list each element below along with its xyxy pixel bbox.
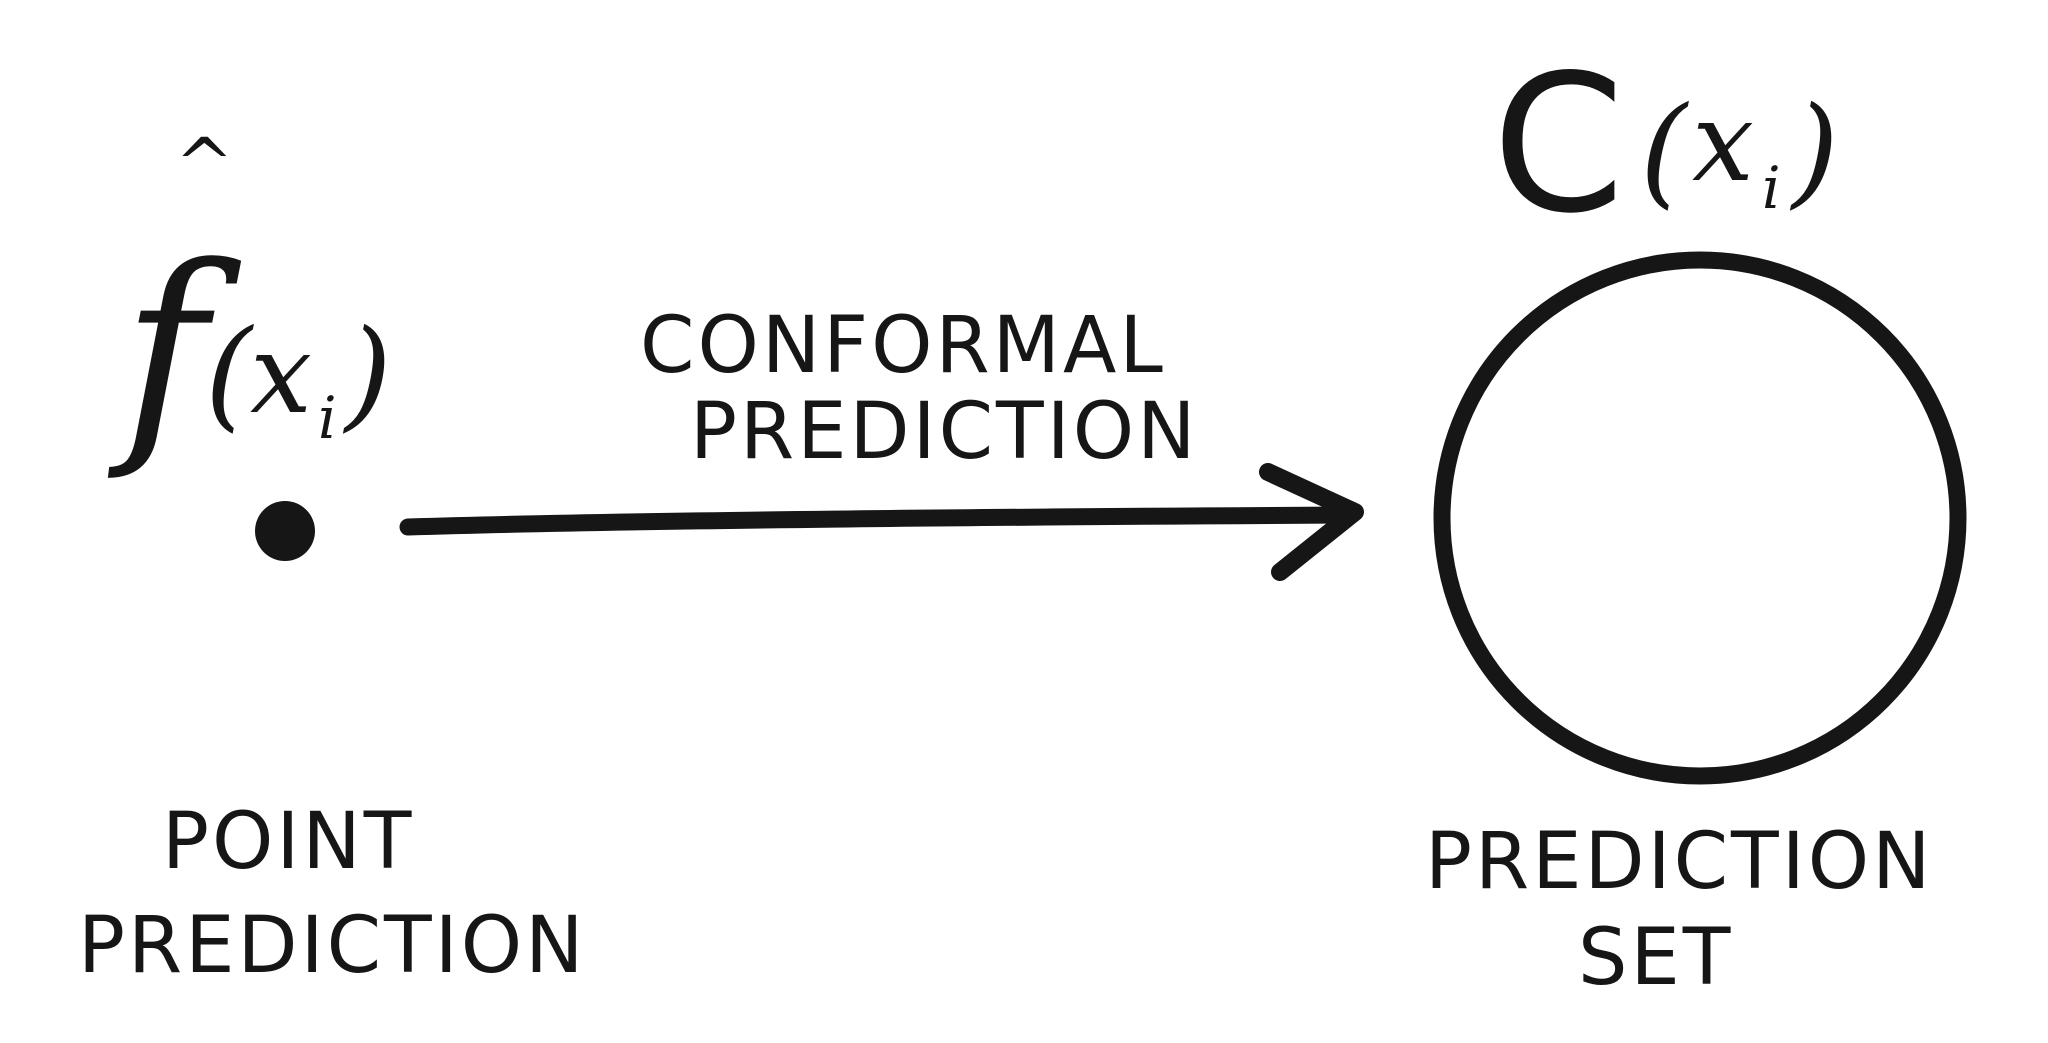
open-paren-right: ( xyxy=(1640,82,1689,221)
prediction-set-circle xyxy=(1433,251,1967,785)
open-paren-left: ( xyxy=(205,305,254,444)
hat-symbol: ^ xyxy=(175,123,234,205)
caption-point: POINT xyxy=(162,797,414,887)
subscript-i-left: i xyxy=(318,384,337,452)
arrow-shaft xyxy=(399,506,1354,536)
arrow-head-icon xyxy=(1259,463,1364,581)
conformal-arrow xyxy=(399,463,1364,581)
prediction-set-caption: PREDICTION SET xyxy=(1425,817,1933,1003)
variable-x-right: x xyxy=(1692,78,1754,206)
arrow-label-conformal: CONFORMAL xyxy=(640,301,1166,391)
subscript-i-right: i xyxy=(1762,154,1781,222)
close-paren-right: ) xyxy=(1789,82,1839,221)
caption-prediction-right: PREDICTION xyxy=(1425,817,1933,907)
prediction-set-label: C ( x i ) xyxy=(1492,34,1839,255)
point-prediction-label: ^ f ( x i ) xyxy=(107,123,392,485)
close-paren-left: ) xyxy=(342,305,392,444)
function-c: C xyxy=(1492,34,1625,255)
variable-x-left: x xyxy=(250,310,312,438)
arrow-label-prediction: PREDICTION xyxy=(690,387,1198,477)
point-dot xyxy=(255,501,315,561)
arrow-label: CONFORMAL PREDICTION xyxy=(640,301,1198,477)
point-prediction-caption: POINT PREDICTION xyxy=(78,797,586,991)
caption-set: SET xyxy=(1578,913,1733,1003)
caption-prediction-left: PREDICTION xyxy=(78,901,586,991)
